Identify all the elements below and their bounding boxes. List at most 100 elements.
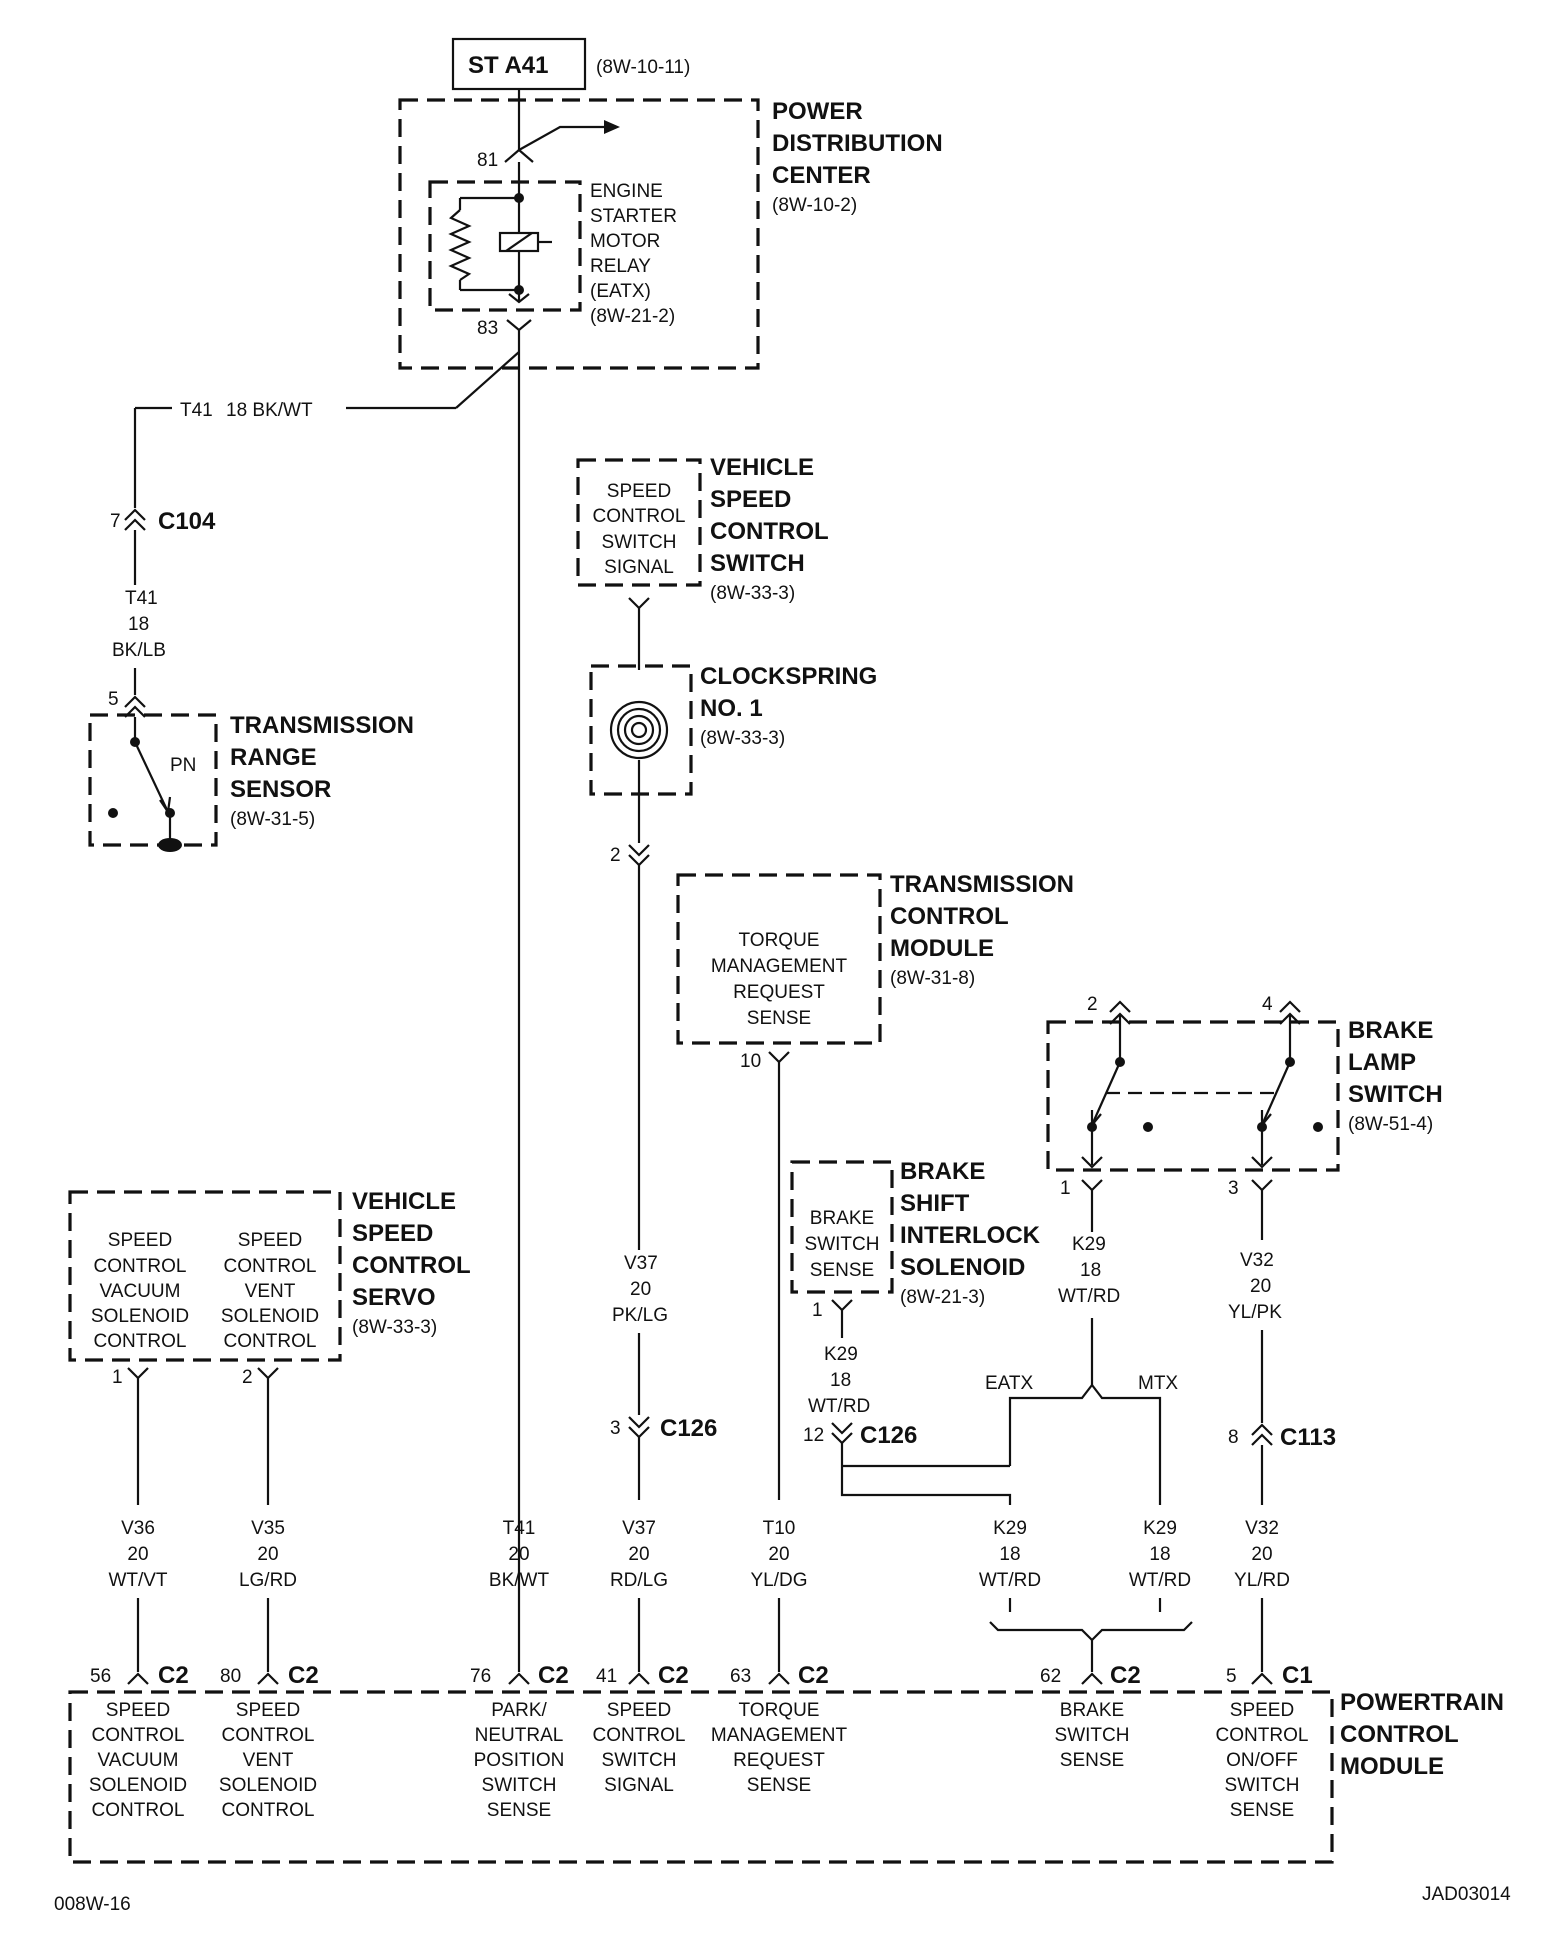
- bw4-gauge: 20: [768, 1544, 789, 1565]
- pcm-pins: 56 C2 80 C2 76 C2 41 C2 63 C2 62 C2 5 C1: [90, 1662, 1313, 1689]
- pcm-conn-76: C2: [538, 1662, 569, 1689]
- servo-pin-2: 2: [242, 1367, 253, 1388]
- c113-connector: 8 C113: [1228, 1423, 1336, 1451]
- pcm-f1-2: VACUUM: [98, 1750, 179, 1771]
- pcm-conn-80: C2: [288, 1662, 319, 1689]
- pcm-f7-2: ON/OFF: [1226, 1750, 1298, 1771]
- bw7-circuit: V32: [1245, 1518, 1279, 1539]
- pcm-title-3: MODULE: [1340, 1753, 1444, 1780]
- bsis-inner-1: BRAKE: [810, 1208, 874, 1229]
- wire-k29-bls-circuit: K29: [1072, 1234, 1106, 1255]
- c113-name: C113: [1280, 1424, 1336, 1451]
- pcm-f6-2: SENSE: [1060, 1750, 1124, 1771]
- vscs-inner-2: CONTROL: [593, 506, 686, 527]
- bls-title-1: BRAKE: [1348, 1017, 1433, 1044]
- tcm-title-3: MODULE: [890, 935, 994, 962]
- bw0-color: WT/VT: [108, 1570, 167, 1591]
- pcm-pin-62: 62: [1040, 1666, 1061, 1687]
- mtx-label: MTX: [1138, 1373, 1178, 1394]
- wire-k29-bsis-gauge: 18: [830, 1370, 851, 1391]
- bw1-color: LG/RD: [239, 1570, 297, 1591]
- pdc-pin-83: 83: [477, 318, 498, 339]
- pdc-title-2: DISTRIBUTION: [772, 130, 943, 157]
- servo-pin-1: 1: [112, 1367, 123, 1388]
- pcm-f5-2: REQUEST: [733, 1750, 825, 1771]
- bls-pin-2: 2: [1087, 994, 1098, 1015]
- relay-label-2: STARTER: [590, 206, 677, 227]
- wire-v37-upper-circuit: V37: [624, 1253, 658, 1274]
- servo-ref: (8W-33-3): [352, 1317, 437, 1338]
- pcm-conn-56: C2: [158, 1662, 189, 1689]
- servo-a1: SPEED: [108, 1230, 172, 1251]
- pcm-f5-0: TORQUE: [739, 1700, 820, 1721]
- bls-ref: (8W-51-4): [1348, 1114, 1433, 1135]
- wire-k29-bls-gauge: 18: [1080, 1260, 1101, 1281]
- trs-title-2: RANGE: [230, 744, 317, 771]
- pdc-title-3: CENTER: [772, 162, 871, 189]
- wire-v37-upper-gauge: 20: [630, 1279, 651, 1300]
- pcm-pin-56: 56: [90, 1666, 111, 1687]
- pcm-conn-5: C1: [1282, 1662, 1313, 1689]
- bsis-inner-2: SWITCH: [805, 1234, 880, 1255]
- c126-connector-a: 3 C126: [610, 1415, 717, 1442]
- c126a-name: C126: [660, 1415, 717, 1442]
- bls-pin-3: 3: [1228, 1178, 1239, 1199]
- bw2-color: BK/WT: [489, 1570, 550, 1591]
- trs-pn: PN: [170, 755, 196, 776]
- pcm-f3-0: PARK/: [491, 1700, 547, 1721]
- pcm-pin-63: 63: [730, 1666, 751, 1687]
- c126-connector-b: 12 C126: [803, 1422, 917, 1449]
- servo-a4: SOLENOID: [91, 1306, 189, 1327]
- c126a-pin: 3: [610, 1418, 621, 1439]
- bls-pin-4: 4: [1262, 994, 1273, 1015]
- bsis-title-4: SOLENOID: [900, 1254, 1025, 1281]
- tcm-inner-3: REQUEST: [733, 982, 825, 1003]
- pcm-f5-3: SENSE: [747, 1775, 811, 1796]
- power-distribution-center: POWER DISTRIBUTION CENTER (8W-10-2) 81 E…: [398, 98, 943, 370]
- bw6-color: WT/RD: [1129, 1570, 1191, 1591]
- wire-k29-bsis-color: WT/RD: [808, 1396, 870, 1417]
- wire-v32-upper-circuit: V32: [1240, 1250, 1274, 1271]
- relay-ref: (8W-21-2): [590, 306, 675, 327]
- bsis-title-1: BRAKE: [900, 1158, 985, 1185]
- pcm-f3-2: POSITION: [474, 1750, 565, 1771]
- pcm-title-2: CONTROL: [1340, 1721, 1459, 1748]
- clockspring-title-2: NO. 1: [700, 695, 763, 722]
- trs-title-3: SENSOR: [230, 776, 331, 803]
- c104-name: C104: [158, 508, 216, 535]
- servo-a2: CONTROL: [94, 1256, 187, 1277]
- pcm-f4-3: SIGNAL: [604, 1775, 674, 1796]
- tcm-title-2: CONTROL: [890, 903, 1009, 930]
- brake-lamp-switch: 2 4 BRAKE LAMP SWITCH (8W-51-4) 1 3: [1046, 994, 1443, 1199]
- trs-title-1: TRANSMISSION: [230, 712, 414, 739]
- vehicle-speed-control-switch: SPEED CONTROL SWITCH SIGNAL VEHICLE SPEE…: [576, 454, 829, 610]
- brake-shift-interlock-solenoid: BRAKE SWITCH SENSE BRAKE SHIFT INTERLOCK…: [790, 1158, 1041, 1321]
- vscs-title-4: SWITCH: [710, 550, 805, 577]
- servo-b5: CONTROL: [224, 1331, 317, 1352]
- pcm-f3-1: NEUTRAL: [475, 1725, 564, 1746]
- servo-title-3: CONTROL: [352, 1252, 471, 1279]
- tcm-pin: 10: [740, 1051, 761, 1072]
- vscs-ref: (8W-33-3): [710, 583, 795, 604]
- clockspring-ref: (8W-33-3): [700, 728, 785, 749]
- tcm-title-1: TRANSMISSION: [890, 871, 1074, 898]
- pdc-pin-81: 81: [477, 150, 498, 171]
- bw4-color: YL/DG: [750, 1570, 807, 1591]
- pdc-ref: (8W-10-2): [772, 195, 857, 216]
- bw1-gauge: 20: [257, 1544, 278, 1565]
- pcm-f4-1: CONTROL: [593, 1725, 686, 1746]
- clockspring-title-1: CLOCKSPRING: [700, 663, 877, 690]
- bw3-color: RD/LG: [610, 1570, 668, 1591]
- tcm-inner-1: TORQUE: [739, 930, 820, 951]
- st-a41-label: ST A41: [468, 52, 548, 79]
- bsis-inner-3: SENSE: [810, 1260, 874, 1281]
- bw3-circuit: V37: [622, 1518, 656, 1539]
- pcm-f2-1: CONTROL: [222, 1725, 315, 1746]
- transmission-range-sensor: 5 PN TRANSMISSION RANGE SENSOR (8W-31-5): [88, 689, 414, 852]
- wire-t41-top-circuit: T41: [180, 400, 213, 421]
- pcm-f1-0: SPEED: [106, 1700, 170, 1721]
- pcm-f2-4: CONTROL: [222, 1800, 315, 1821]
- pcm-f1-4: CONTROL: [92, 1800, 185, 1821]
- vehicle-speed-control-servo: SPEED CONTROL VACUUM SOLENOID CONTROL SP…: [68, 1188, 471, 1388]
- pcm-conn-41: C2: [658, 1662, 689, 1689]
